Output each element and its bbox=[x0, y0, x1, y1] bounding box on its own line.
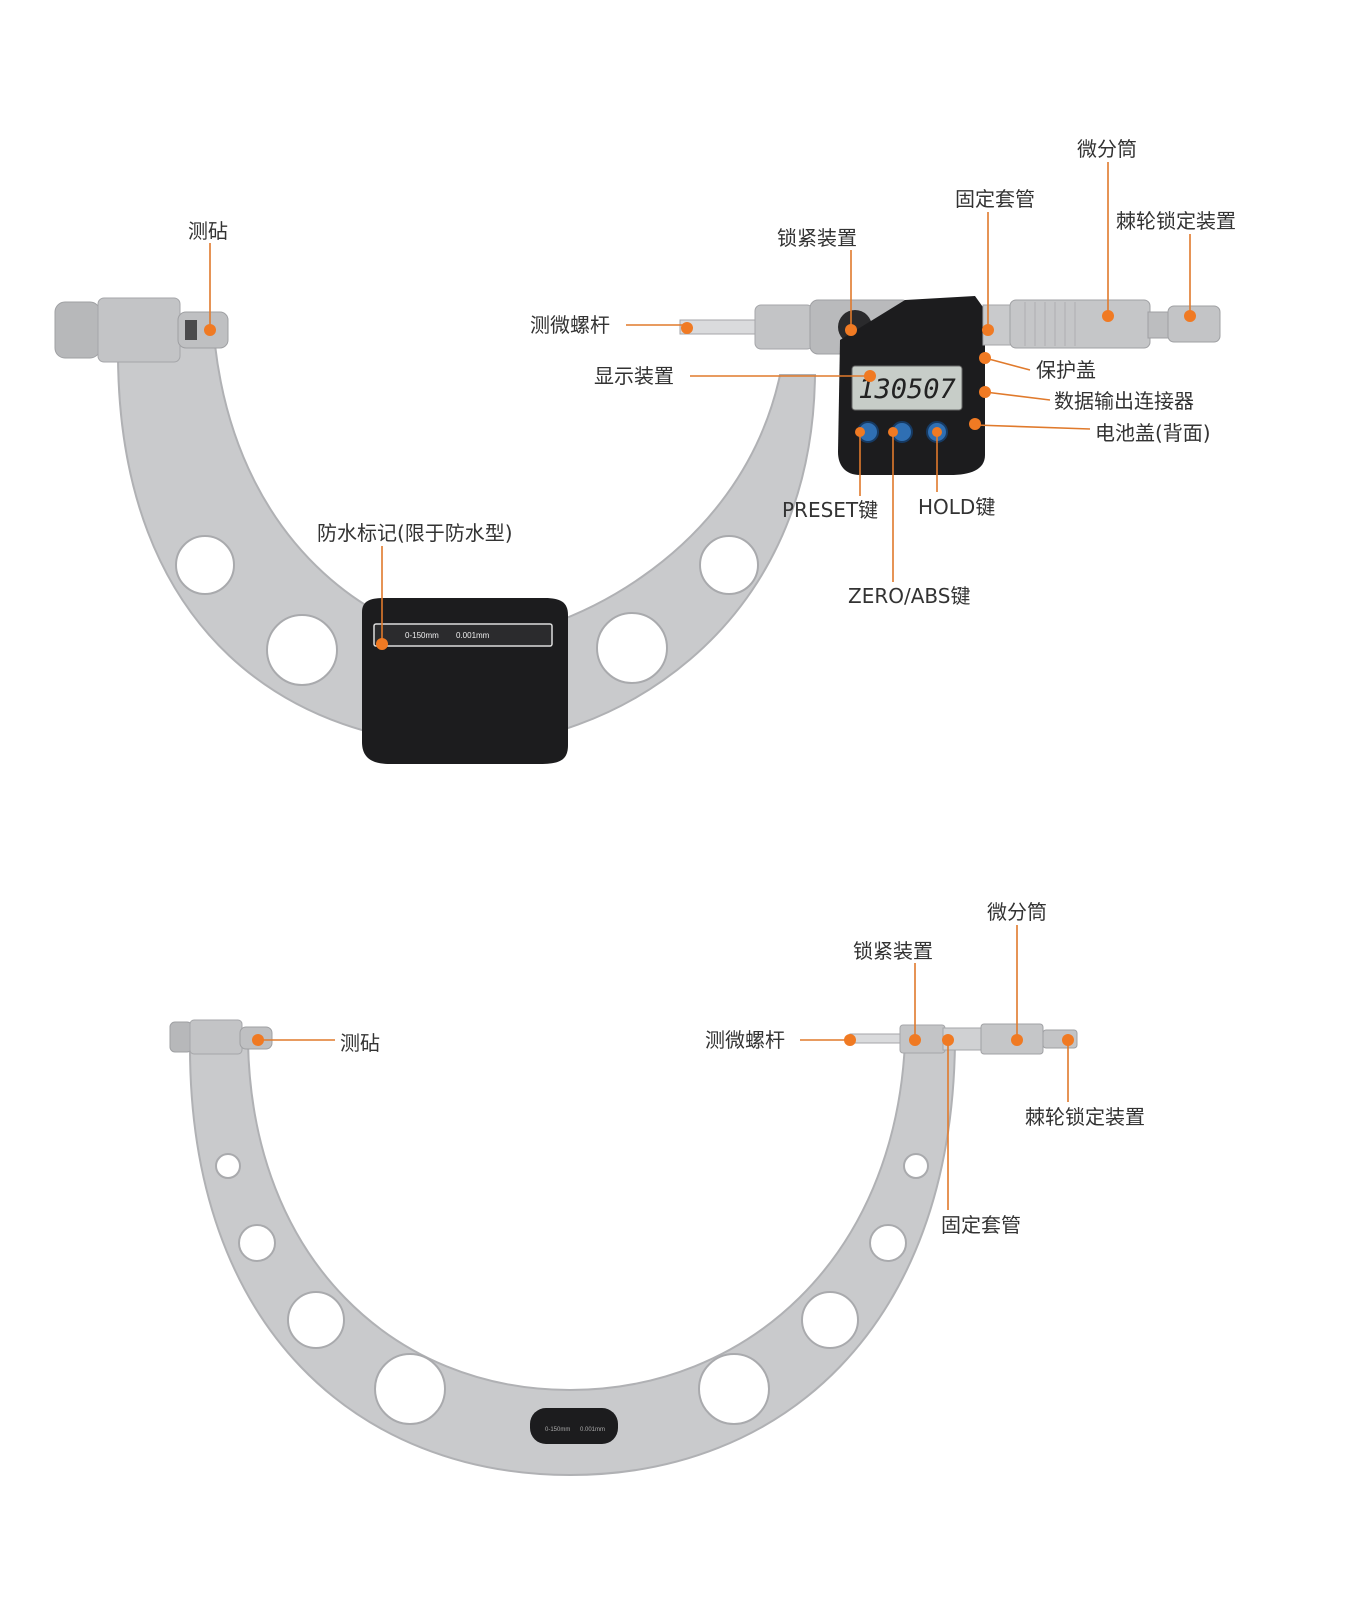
label-thimble-bottom: 微分筒 bbox=[987, 900, 1047, 924]
mechanical-micrometer: 0-150mm 0.001mm bbox=[169, 1019, 1078, 1477]
leader-lines bbox=[209, 162, 1191, 1210]
plate-resolution-small: 0.001mm bbox=[580, 1427, 605, 1433]
frame-hole bbox=[287, 1291, 345, 1349]
frame-hole bbox=[903, 1153, 929, 1179]
marker-dot bbox=[1184, 310, 1196, 322]
label-thimble: 微分筒 bbox=[1077, 137, 1137, 161]
marker-dot bbox=[855, 427, 865, 437]
digital-micrometer: 130507 0-150mm 0.001mm bbox=[54, 296, 1221, 764]
marker-dot bbox=[942, 1034, 954, 1046]
frame-hole bbox=[801, 1291, 859, 1349]
marker-dot bbox=[204, 324, 216, 336]
label-display: 显示装置 bbox=[594, 364, 674, 388]
label-ratchet-bottom: 棘轮锁定装置 bbox=[1025, 1105, 1145, 1129]
marker-dot bbox=[864, 370, 876, 382]
label-battery: 电池盖(背面) bbox=[1095, 421, 1211, 445]
thimble bbox=[1009, 299, 1151, 349]
marker-dot bbox=[681, 322, 693, 334]
frame-hole bbox=[175, 535, 235, 595]
frame-hole bbox=[374, 1353, 446, 1425]
bottom-anvil-knob bbox=[169, 1021, 193, 1053]
label-waterproof: 防水标记(限于防水型) bbox=[317, 521, 513, 545]
marker-dot bbox=[376, 638, 388, 650]
marker-dot bbox=[1062, 1034, 1074, 1046]
label-lock: 锁紧装置 bbox=[777, 226, 857, 250]
plate-resolution: 0.001mm bbox=[456, 631, 490, 640]
anvil-body bbox=[97, 297, 181, 363]
frame-hole bbox=[699, 535, 759, 595]
plate-range: 0-150mm bbox=[405, 631, 439, 640]
label-ratchet: 棘轮锁定装置 bbox=[1116, 209, 1236, 233]
frame-hole bbox=[869, 1224, 907, 1262]
labels: 测砧 测微螺杆 锁紧装置 固定套管 微分筒 棘轮锁定装置 显示装置 保护盖 数据… bbox=[188, 137, 1236, 1237]
marker-dot bbox=[845, 324, 857, 336]
bottom-spindle bbox=[849, 1033, 903, 1044]
bottom-head bbox=[899, 1024, 946, 1054]
spindle-housing bbox=[754, 304, 814, 350]
display-window bbox=[851, 365, 963, 411]
bottom-anvil-body bbox=[189, 1019, 243, 1055]
label-anvil: 测砧 bbox=[188, 219, 228, 243]
label-sleeve: 固定套管 bbox=[955, 187, 1035, 211]
label-anvil-bottom: 测砧 bbox=[340, 1031, 380, 1055]
ratchet-neck bbox=[1147, 311, 1171, 339]
frame-hole bbox=[215, 1153, 241, 1179]
marker-dot bbox=[909, 1034, 921, 1046]
marker-dots bbox=[204, 310, 1196, 1046]
label-spindle-bottom: 测微螺杆 bbox=[705, 1028, 785, 1052]
bottom-nameplate bbox=[530, 1408, 618, 1444]
frame-hole bbox=[238, 1224, 276, 1262]
label-spindle: 测微螺杆 bbox=[530, 313, 610, 337]
plate-range-small: 0-150mm bbox=[545, 1427, 570, 1433]
label-hold: HOLD键 bbox=[918, 495, 995, 519]
waterproof-plate bbox=[362, 598, 568, 764]
marker-dot bbox=[1011, 1034, 1023, 1046]
label-cover: 保护盖 bbox=[1036, 358, 1096, 382]
marker-dot bbox=[844, 1034, 856, 1046]
marker-dot bbox=[969, 418, 981, 430]
marker-dot bbox=[252, 1034, 264, 1046]
ratchet bbox=[1167, 305, 1221, 343]
frame-hole bbox=[596, 612, 668, 684]
marker-dot bbox=[979, 352, 991, 364]
label-sleeve-bottom: 固定套管 bbox=[941, 1213, 1021, 1237]
label-preset: PRESET键 bbox=[782, 498, 878, 522]
label-data-port: 数据输出连接器 bbox=[1054, 389, 1194, 413]
plate-label-strip bbox=[373, 623, 553, 647]
frame-hole bbox=[698, 1353, 770, 1425]
thimble-knurl bbox=[1024, 302, 1076, 346]
anvil-tip bbox=[185, 320, 197, 340]
marker-dot bbox=[979, 386, 991, 398]
marker-dot bbox=[888, 427, 898, 437]
anvil-knob bbox=[54, 301, 101, 359]
label-lock-bottom: 锁紧装置 bbox=[853, 939, 933, 963]
label-zero-abs: ZERO/ABS键 bbox=[848, 584, 970, 608]
marker-dot bbox=[932, 427, 942, 437]
marker-dot bbox=[1102, 310, 1114, 322]
frame-hole bbox=[266, 614, 338, 686]
marker-dot bbox=[982, 324, 994, 336]
